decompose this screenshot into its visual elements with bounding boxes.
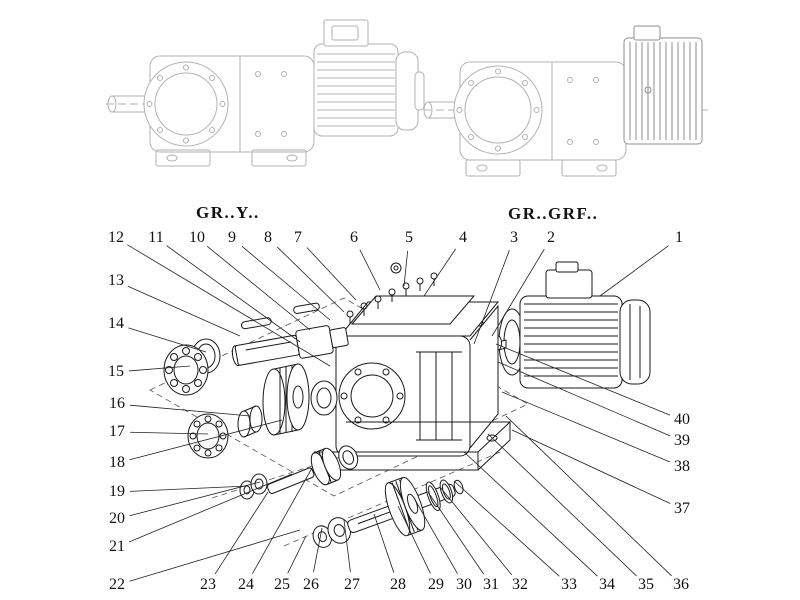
leader-line-25 [288,536,306,573]
leader-line-38 [502,392,670,462]
mounting-feet [156,150,306,166]
front-cover [144,62,228,146]
leader-line-31 [428,492,484,574]
leader-line-26 [313,528,322,572]
output-shaft [226,299,349,370]
compact-motor-block [624,26,702,144]
eye-bolt [391,263,401,273]
leader-line-27 [344,520,350,572]
leader-line-6 [360,250,380,290]
housing-right-face [470,306,498,448]
mounting-feet [466,160,616,176]
large-helical-gear [263,364,309,435]
fan-cover [396,52,424,130]
fan-cowl [620,300,650,384]
output-gear-assembly [304,459,472,566]
leader-line-24 [252,468,312,574]
leader-line-33 [454,481,559,576]
bearing-mid [311,381,337,415]
shaft-key-1 [241,317,272,329]
leader-line-10 [207,246,310,330]
leader-line-18 [130,420,282,460]
leader-line-11 [167,246,300,342]
leader-line-9 [242,246,330,320]
leader-line-2 [492,249,544,336]
leader-line-12 [127,245,330,366]
leader-line-1 [600,246,669,296]
assembled-view-gr-grf [424,26,712,176]
bearing-lower [188,414,228,458]
terminal-box [324,20,368,46]
leader-line-8 [277,247,344,312]
leader-line-20 [130,482,260,516]
leader-line-14 [128,328,206,352]
terminal-box [546,270,592,298]
leader-line-7 [307,247,356,300]
leader-line-22 [129,530,300,581]
leader-line-19 [130,486,248,491]
pinion-shaft-assembly [262,438,363,505]
leader-line-28 [374,514,394,573]
leader-line-13 [128,286,240,336]
leader-line-23 [215,492,268,574]
leader-line-4 [424,249,456,296]
leader-line-35 [488,434,637,576]
label-gr-grf: GR..GRF.. [508,204,599,223]
leader-line-5 [404,251,408,286]
leader-line-21 [129,474,292,542]
leader-line-36 [506,416,672,576]
leader-line-32 [440,487,512,575]
leader-line-29 [398,506,430,573]
leader-lines [127,245,671,582]
assembled-view-gr-y [106,20,424,166]
label-gr-y: GR..Y.. [196,203,260,222]
leader-line-3 [474,250,509,344]
leader-line-39 [498,362,670,436]
leader-line-40 [496,344,670,415]
exploded-view [127,245,671,582]
top-cover [352,296,474,324]
front-cover [454,66,542,154]
spacer-bushing [238,406,262,437]
motor-frame [520,296,622,388]
leader-line-30 [414,498,458,574]
motor-body [314,44,398,136]
leader-line-37 [512,430,670,504]
motor [499,262,650,388]
gearbox-housing [336,302,498,456]
leader-line-34 [464,452,597,576]
leader-line-15 [129,366,190,371]
leader-line-16 [130,405,250,416]
leader-line-17 [130,432,208,434]
bearing-output [164,345,208,395]
bearing-bore [339,363,405,429]
